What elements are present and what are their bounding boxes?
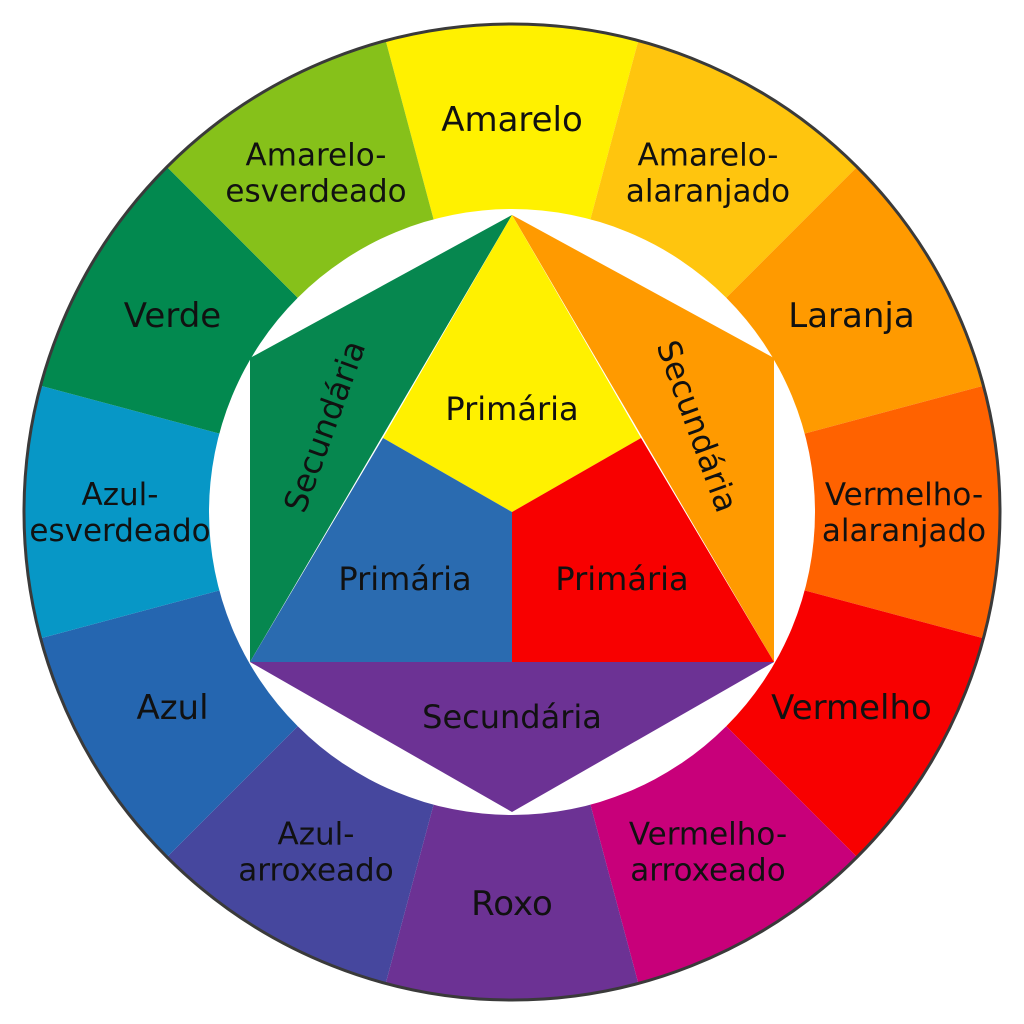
segment-label-amarelo-esverdeado: Amarelo-esverdeado bbox=[225, 138, 406, 210]
segment-amarelo-esverdeado bbox=[166, 40, 436, 303]
segment-label-line: Verde bbox=[124, 296, 221, 336]
segment-label-line: Azul bbox=[136, 688, 208, 728]
segment-vermelho bbox=[721, 588, 984, 858]
segment-label-line: Amarelo- bbox=[638, 138, 779, 174]
segment-label-roxo: Roxo bbox=[471, 884, 553, 924]
segment-laranja bbox=[721, 166, 984, 436]
segment-azul-esverdeado bbox=[24, 385, 227, 639]
secondary-green-triangle bbox=[250, 215, 512, 662]
segment-label-line: arroxeado bbox=[630, 852, 785, 888]
segment-verde bbox=[40, 166, 303, 436]
segment-label-line: esverdeado bbox=[225, 174, 406, 210]
label-primaria-red: Primária bbox=[555, 560, 688, 598]
segment-label-line: Amarelo bbox=[441, 100, 583, 140]
segment-label-vermelho-arroxeado: Vermelho-arroxeado bbox=[629, 816, 787, 888]
segment-vermelho-alaranjado bbox=[797, 385, 1000, 639]
segment-label-line: esverdeado bbox=[29, 513, 210, 549]
segment-label-azul-arroxeado: Azul-arroxeado bbox=[238, 816, 393, 888]
segment-label-line: Vermelho bbox=[771, 688, 932, 728]
secondary-orange-triangle bbox=[512, 215, 774, 662]
segment-label-azul: Azul bbox=[136, 688, 208, 728]
segment-label-line: Laranja bbox=[788, 296, 914, 336]
secondary-purple-triangle bbox=[250, 662, 774, 812]
primary-red-area bbox=[512, 438, 774, 662]
segment-label-line: Azul- bbox=[278, 816, 355, 852]
primary-blue-area bbox=[250, 438, 512, 662]
segment-amarelo bbox=[385, 24, 639, 227]
segment-amarelo-alaranjado bbox=[588, 40, 858, 303]
wheel-segments: AmareloAmarelo-alaranjadoLaranjaVermelho… bbox=[24, 24, 1000, 1000]
segment-label-line: arroxeado bbox=[238, 852, 393, 888]
segment-label-vermelho: Vermelho bbox=[771, 688, 932, 728]
segment-label-verde: Verde bbox=[124, 296, 221, 336]
primary-yellow-area bbox=[383, 215, 641, 512]
segment-label-line: Vermelho- bbox=[825, 477, 983, 513]
segment-label-laranja: Laranja bbox=[788, 296, 914, 336]
label-primaria-blue: Primária bbox=[338, 560, 471, 598]
inner-triangles bbox=[250, 215, 774, 812]
segment-label-line: Roxo bbox=[471, 884, 553, 924]
segment-label-line: Vermelho- bbox=[629, 816, 787, 852]
segment-azul bbox=[40, 588, 303, 858]
segment-label-line: Amarelo- bbox=[246, 138, 387, 174]
segment-azul-arroxeado bbox=[166, 721, 436, 984]
segment-roxo bbox=[385, 797, 639, 1000]
segment-label-amarelo: Amarelo bbox=[441, 100, 583, 140]
label-secundaria-purple: Secundária bbox=[422, 698, 602, 736]
segment-label-line: alaranjado bbox=[626, 174, 790, 210]
label-primaria-yellow: Primária bbox=[445, 390, 578, 428]
segment-label-amarelo-alaranjado: Amarelo-alaranjado bbox=[626, 138, 790, 210]
segment-label-line: alaranjado bbox=[822, 513, 986, 549]
segment-label-azul-esverdeado: Azul-esverdeado bbox=[29, 477, 210, 549]
wheel-outer-rim bbox=[22, 22, 1002, 1002]
segment-label-line: Azul- bbox=[82, 477, 159, 513]
segment-label-vermelho-alaranjado: Vermelho-alaranjado bbox=[822, 477, 986, 549]
segment-vermelho-arroxeado bbox=[588, 721, 858, 984]
